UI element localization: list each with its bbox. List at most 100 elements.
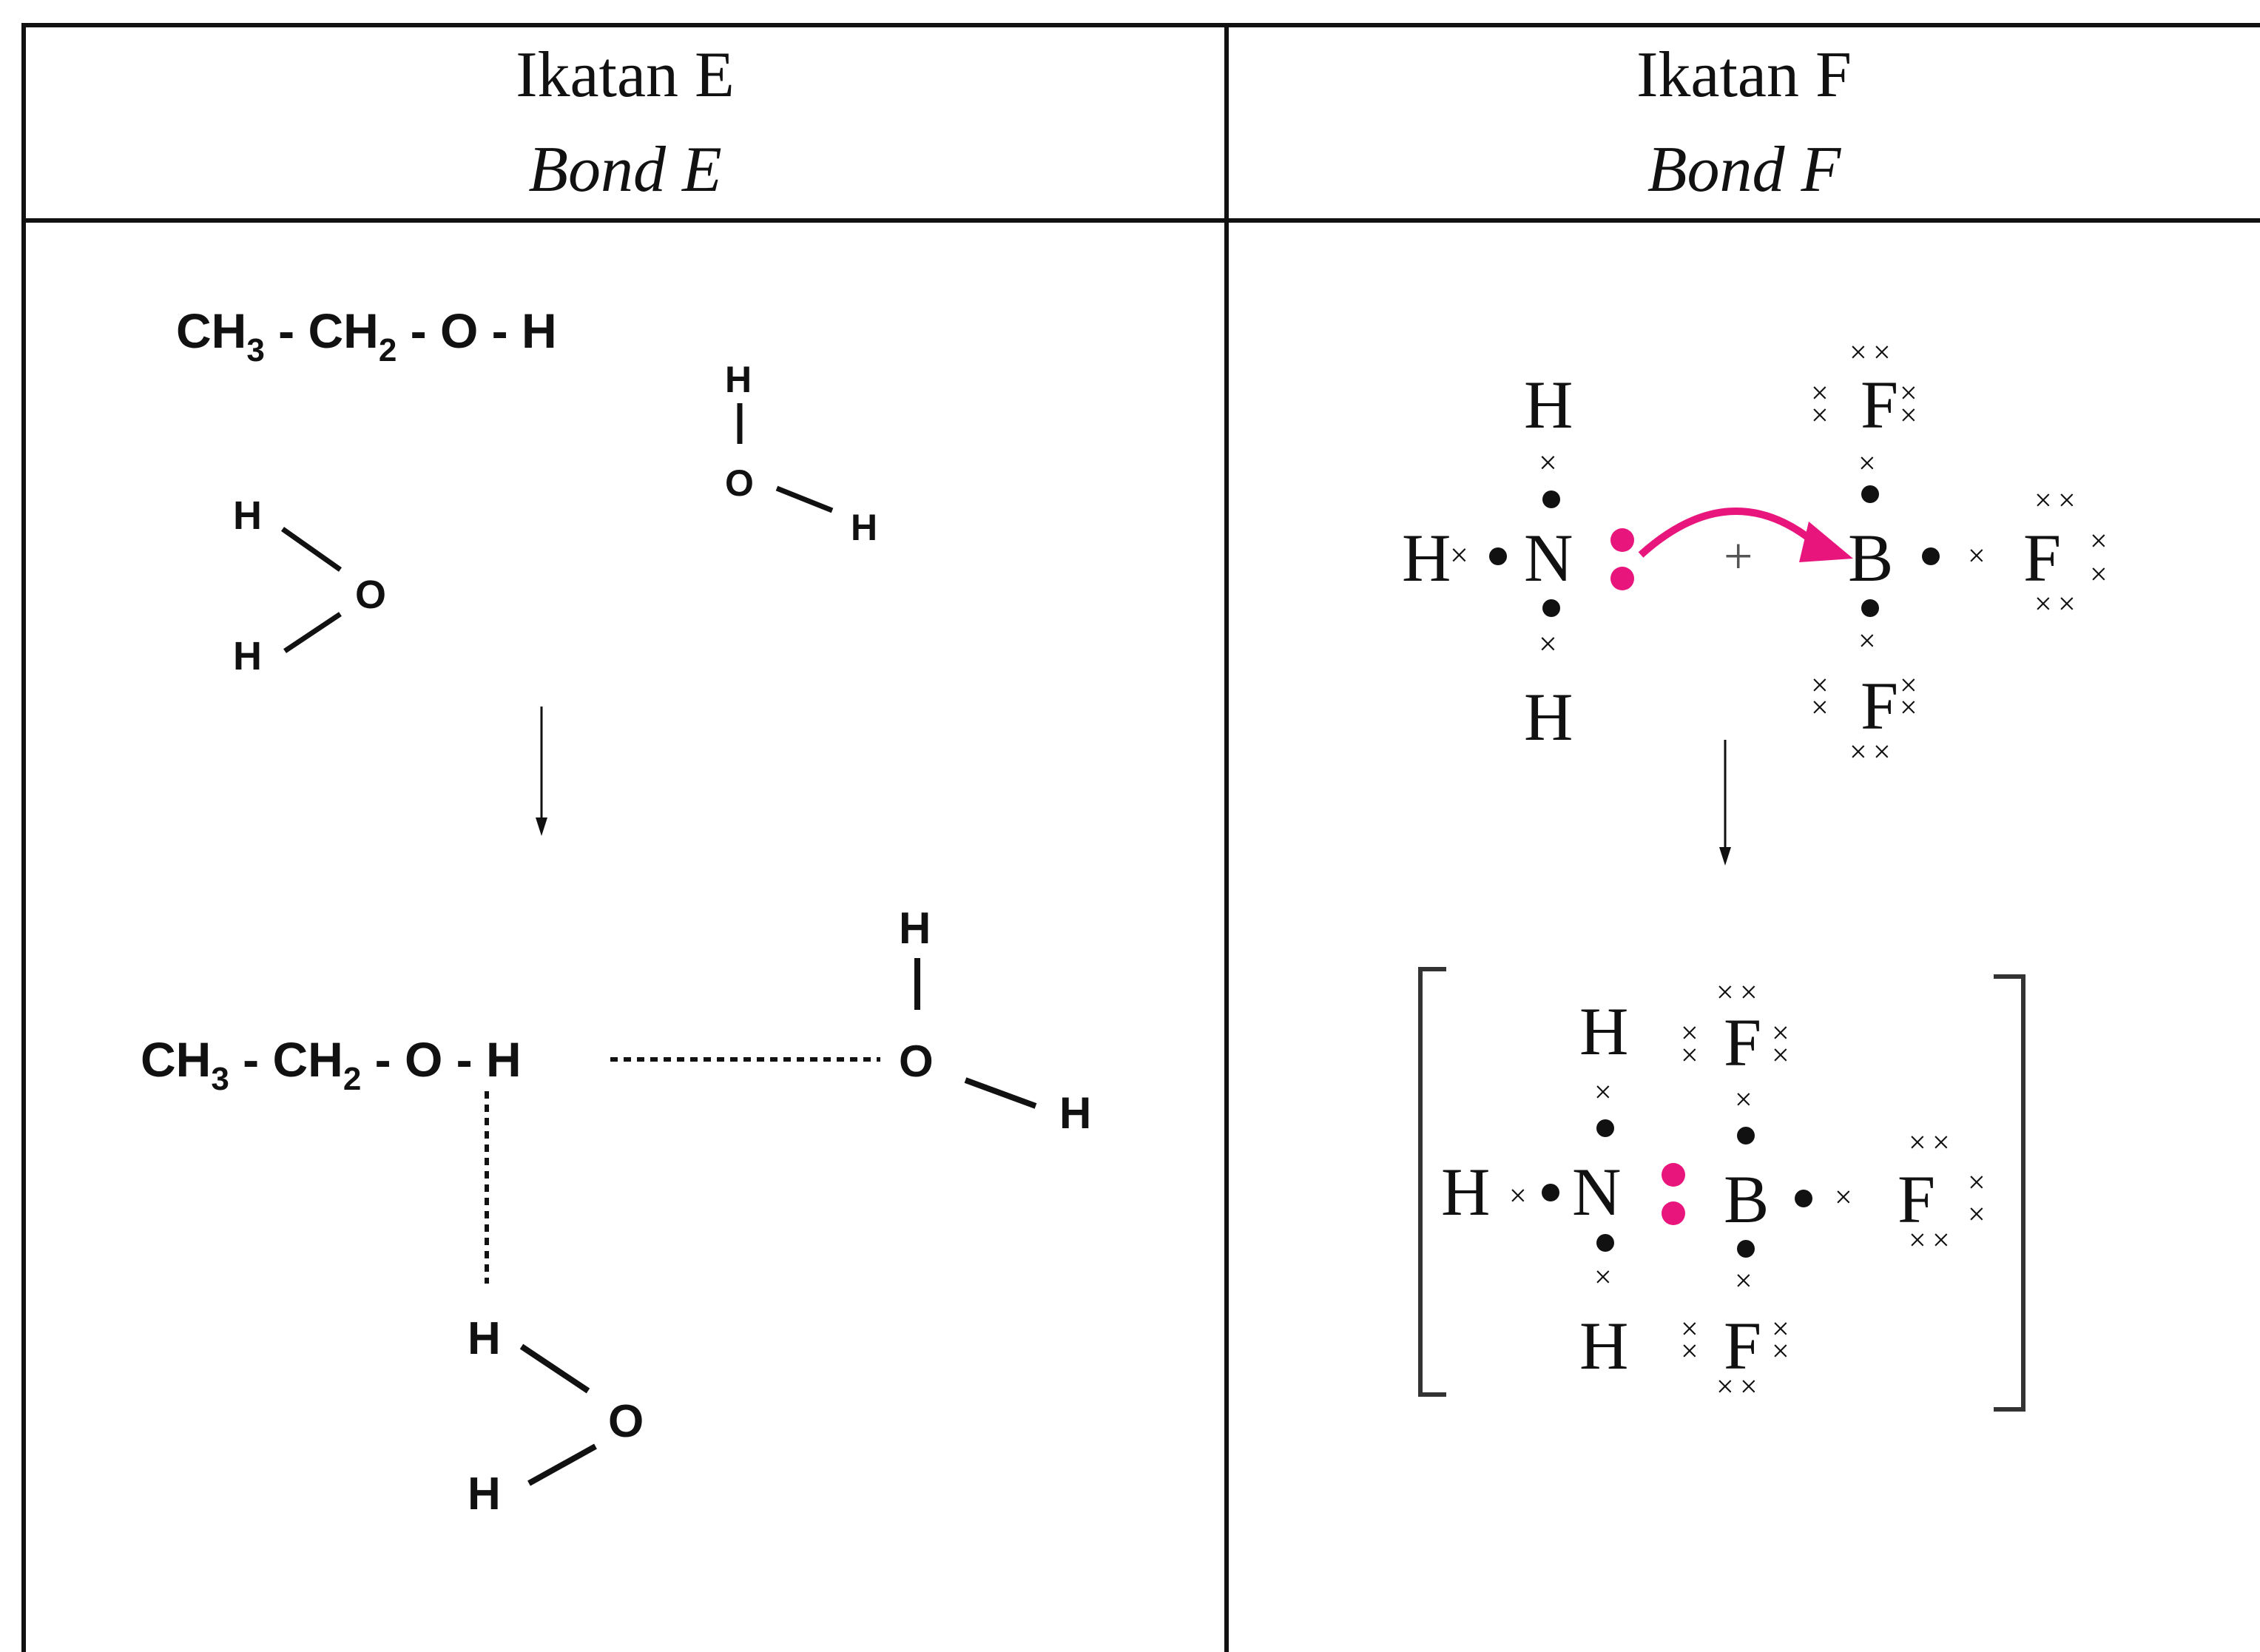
svg-text:×: × [1740,1370,1758,1404]
svg-text:O: O [355,573,386,617]
svg-text:×: × [1594,1261,1612,1295]
svg-text:O: O [899,1036,934,1086]
svg-text:×: × [2058,587,2076,621]
svg-text:×: × [1811,377,1829,411]
header-bond-e: Ikatan E Bond E [25,28,1225,218]
svg-text:×: × [1968,1198,1986,1232]
ethanol-molecule-before: CH3 - CH2 - O - H [176,303,557,368]
svg-text:H: H [1524,679,1573,755]
svg-text:×: × [1811,399,1829,433]
ethanol-molecule-after: CH3 - CH2 - O - H [141,1032,522,1097]
svg-text:B: B [1724,1162,1769,1237]
svg-text:×: × [1681,1039,1699,1073]
svg-text:×: × [1716,976,1734,1010]
svg-text:×: × [1900,669,1917,703]
lone-pair-electron [1610,567,1634,590]
svg-text:N: N [1524,520,1573,596]
svg-text:×: × [1716,1370,1734,1404]
svg-text:H: H [1441,1154,1490,1230]
svg-text:×: × [1681,1312,1699,1346]
svg-text:×: × [1900,691,1917,725]
svg-text:×: × [1900,399,1917,433]
header-bond-f: Ikatan F Bond F [1228,28,2260,218]
svg-text:×: × [1509,1179,1527,1213]
reaction-arrow-e [536,707,547,836]
header-bond-f-malay: Ikatan F [1636,39,1852,111]
table-border [21,23,2260,1652]
svg-text:F: F [2023,520,2061,596]
svg-text:×: × [2034,587,2052,621]
water-molecule-left: H O H [233,493,386,678]
svg-text:×: × [2034,484,2052,518]
shared-lone-pair-electron [1662,1163,1685,1187]
svg-text:×: × [1539,445,1557,481]
lone-pair-electron [1610,528,1634,552]
svg-text:×: × [1849,735,1867,769]
svg-text:N: N [1572,1154,1621,1230]
svg-text:×: × [1909,1126,1926,1160]
svg-text:×: × [1594,1076,1612,1110]
svg-text:H: H [233,634,262,678]
svg-text:×: × [1900,377,1917,411]
svg-text:×: × [1811,691,1829,725]
boron-trifluoride-molecule: B F F F × × × ×× ×× ×× ×× ×× ×× ×× ×× ×× [1811,336,2108,769]
plus-sign: + [1724,528,1753,585]
svg-text:H: H [1524,367,1573,442]
svg-text:×: × [1539,626,1557,662]
svg-text:×: × [1681,1335,1699,1369]
svg-text:×: × [1772,1017,1790,1051]
svg-text:F: F [1861,668,1898,744]
header-bond-f-english: Bond F [1647,134,1841,206]
svg-text:×: × [2058,484,2076,518]
shared-lone-pair-electron [1662,1201,1685,1225]
reaction-arrow-f [1719,740,1731,866]
svg-text:H: H [1059,1088,1091,1138]
svg-text:×: × [1740,976,1758,1010]
svg-text:CH3 - CH2 - O - H: CH3 - CH2 - O - H [176,303,557,368]
svg-text:H: H [725,359,752,400]
svg-text:×: × [1873,336,1891,370]
svg-text:×: × [1772,1312,1790,1346]
svg-text:H: H [1402,520,1451,596]
water-molecule-bonded-right: H O H [899,903,1091,1138]
svg-text:×: × [1772,1039,1790,1073]
svg-text:×: × [1811,669,1829,703]
svg-text:×: × [1735,1083,1753,1117]
svg-text:H: H [468,1313,501,1364]
ammonia-molecule: H H H N × × × [1402,367,1634,755]
svg-text:×: × [2090,558,2108,592]
svg-text:F: F [1724,1005,1761,1080]
water-molecule-bonded-bottom: H O H [468,1313,644,1520]
svg-text:H: H [1579,1308,1628,1383]
svg-text:H: H [468,1469,501,1520]
svg-text:O: O [608,1396,644,1447]
svg-text:H: H [899,903,931,953]
header-bond-e-english: Bond E [528,134,722,206]
svg-text:F: F [1898,1162,1935,1237]
svg-text:×: × [1681,1017,1699,1051]
svg-text:×: × [1873,735,1891,769]
svg-text:×: × [1858,624,1876,658]
svg-text:F: F [1724,1308,1761,1383]
svg-text:B: B [1848,520,1893,596]
svg-text:F: F [1861,367,1898,442]
svg-text:×: × [1932,1224,1950,1258]
svg-text:O: O [725,462,754,504]
svg-text:CH3 - CH2 - O - H: CH3 - CH2 - O - H [141,1032,522,1097]
svg-text:H: H [233,493,262,538]
header-bond-e-malay: Ikatan E [516,39,735,111]
svg-text:H: H [1579,994,1628,1069]
svg-text:×: × [1858,447,1876,481]
svg-text:×: × [1932,1126,1950,1160]
svg-text:×: × [1849,336,1867,370]
water-molecule-top-right: H O H [725,359,877,548]
svg-text:×: × [1835,1181,1852,1215]
svg-text:×: × [1735,1264,1753,1298]
svg-text:×: × [1968,1166,1986,1200]
svg-text:×: × [1772,1335,1790,1369]
svg-text:×: × [1450,537,1468,573]
svg-text:H: H [851,507,877,548]
